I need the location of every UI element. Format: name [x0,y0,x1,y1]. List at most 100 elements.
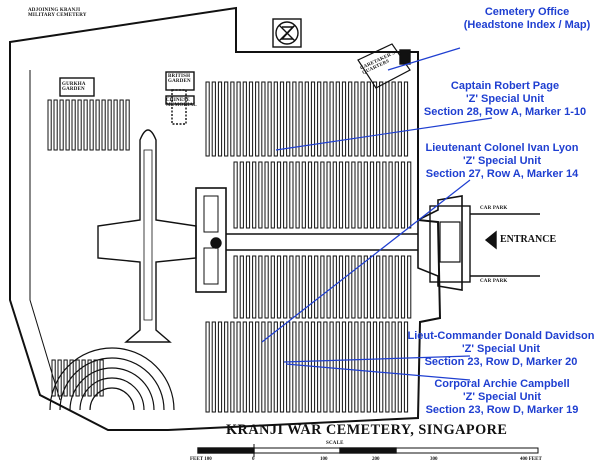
grave-row [360,81,365,157]
grave-row [338,161,344,229]
grave-row [304,321,309,413]
grave-row [385,321,390,413]
grave-row [270,161,275,229]
grave-row [341,321,347,413]
grave-row [255,321,260,413]
grave-row [236,81,241,157]
grave-row [317,81,322,157]
annotation-line: Cemetery Office [484,6,570,18]
annotation-line: Section 27, Row A, Marker 14 [425,168,579,180]
scale-tick-label: 400 FEET [520,457,542,462]
grave-row [242,321,247,413]
grave-row [236,321,241,413]
grave-row [314,255,319,319]
grave-row [295,255,300,319]
annotation-line: 'Z' Special Unit [462,343,540,355]
grave-row [224,321,229,413]
grave-rows [47,81,412,413]
grave-row [276,161,282,229]
annotation-cemetery-office: Cemetery Office (Headstone Index / Map) [462,6,592,32]
entrance-arrow [484,230,497,250]
grave-row [363,161,368,229]
grave-row [258,161,263,229]
grave-row [388,161,393,229]
annotation-line: Section 23, Row D, Marker 19 [425,404,579,416]
chinese-memorial [165,95,195,105]
grave-row [400,255,406,319]
grave-row [379,81,384,157]
grave-row [407,161,412,229]
grave-row [298,321,303,413]
grave-row [63,359,68,397]
entrance-label: ENTRANCE [500,234,557,245]
grave-row [366,81,371,157]
grave-row [407,255,412,319]
grave-row [217,321,223,413]
grave-row [326,161,331,229]
grave-row [95,99,100,151]
grave-row [298,81,303,157]
grave-row [292,81,297,157]
annotation-line: (Headstone Index / Map) [463,19,591,31]
grave-row [341,81,347,157]
grave-row [329,81,334,157]
grave-row [69,359,74,397]
grave-row [286,81,291,157]
grave-row [211,81,216,157]
chinese-memorial-label: CHINESE MEMORIAL [166,98,197,108]
grave-row [230,81,235,157]
grave-row [304,81,309,157]
grave-row [252,161,257,229]
car-park-label-bottom: CAR PARK [480,279,508,284]
grave-row [273,321,278,413]
grave-row [283,161,288,229]
flower-bed [171,89,187,125]
grave-row [351,255,356,319]
grave-row [239,255,244,319]
grave-row [403,321,409,413]
grave-row [283,255,288,319]
amphitheatre-graves [49,347,175,411]
grave-row [286,321,291,413]
car-park-label-top: CAR PARK [480,206,508,211]
grave-row [261,321,266,413]
grave-row [71,99,76,151]
grave-row [230,321,235,413]
grave-row [292,321,297,413]
scale-bar [197,444,539,457]
grave-row [354,321,359,413]
grave-row [81,359,86,397]
grave-row [51,359,56,397]
annotation-line: Captain Robert Page [450,80,560,92]
grave-row [47,99,52,151]
inner-boundary [29,70,61,401]
grave-row [59,99,64,151]
memorial-aeroplane [97,129,197,343]
grave-row [248,81,254,157]
grave-row [348,321,353,413]
grave-row [248,321,254,413]
annotation-donald-davidson: Lieut-Commander Donald Davidson 'Z' Spec… [406,330,596,369]
grave-row [348,81,353,157]
grave-row [391,81,396,157]
annotation-line: Section 23, Row D, Marker 20 [424,356,578,368]
grave-row [382,161,387,229]
gurkha-garden-label: GURKHA GARDEN [62,82,86,92]
grave-row [83,99,88,151]
grave-row [289,161,294,229]
pointer-cemetery-office [387,47,461,71]
grave-row [261,81,266,157]
grave-row [391,321,396,413]
annotation-line: Corporal Archie Campbell [434,378,570,390]
grave-row [53,99,58,151]
grave-row [239,161,244,229]
grave-row [75,359,80,397]
grave-row [394,255,399,319]
british-garden-label: BRITISH GARDEN [168,74,191,84]
grave-row [403,81,409,157]
compass-rose [272,18,302,48]
grave-row [379,321,384,413]
grave-row [366,321,371,413]
grave-row [307,161,313,229]
grave-row [332,161,337,229]
